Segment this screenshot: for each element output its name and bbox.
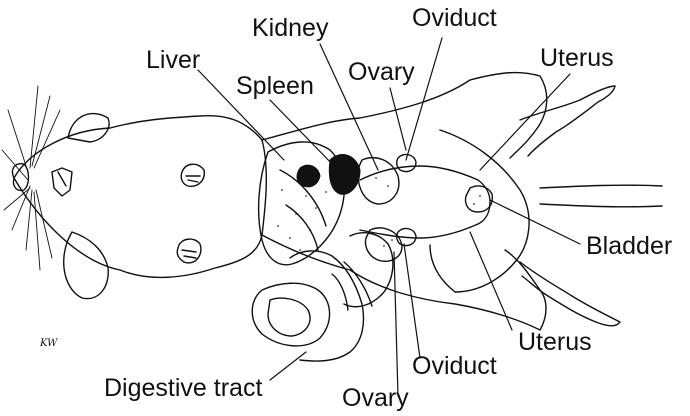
forepaw-top xyxy=(181,164,204,186)
label-uterus-bottom: Uterus xyxy=(518,330,592,355)
label-uterus-top: Uterus xyxy=(540,46,614,71)
head-outline xyxy=(14,116,266,278)
bladder xyxy=(466,186,493,212)
whiskers xyxy=(2,86,60,270)
kidney-right xyxy=(358,158,399,204)
incisors xyxy=(52,168,72,196)
tail xyxy=(540,185,662,207)
spleen xyxy=(329,155,360,195)
leader-ovary-bottom xyxy=(394,252,398,396)
hind-leg-top xyxy=(520,86,615,156)
label-liver: Liver xyxy=(146,48,200,73)
label-digestive-tract: Digestive tract xyxy=(104,376,262,401)
artist-signature: KW xyxy=(40,338,57,349)
label-spleen: Spleen xyxy=(236,74,314,99)
label-kidney: Kidney xyxy=(252,16,328,41)
leader-spleen xyxy=(270,100,336,168)
skin-flap-lower xyxy=(262,235,546,330)
leader-uterus-bottom xyxy=(470,232,512,330)
label-oviduct-bottom: Oviduct xyxy=(412,354,497,379)
leader-oviduct-top xyxy=(406,38,442,160)
ear-bottom xyxy=(64,232,109,299)
label-ovary-bottom: Ovary xyxy=(342,386,409,411)
label-ovary-top: Ovary xyxy=(348,60,415,85)
leader-digestive xyxy=(270,352,306,380)
ear-top xyxy=(68,114,109,142)
leader-oviduct-bottom xyxy=(404,244,420,358)
hind-leg-bottom xyxy=(520,262,620,326)
pancreas-dark xyxy=(297,165,320,187)
label-bladder: Bladder xyxy=(586,234,672,259)
leader-uterus-top xyxy=(480,74,570,170)
label-oviduct-top: Oviduct xyxy=(412,6,497,31)
leader-bladder xyxy=(490,200,580,244)
leader-ovary-top xyxy=(390,88,406,150)
